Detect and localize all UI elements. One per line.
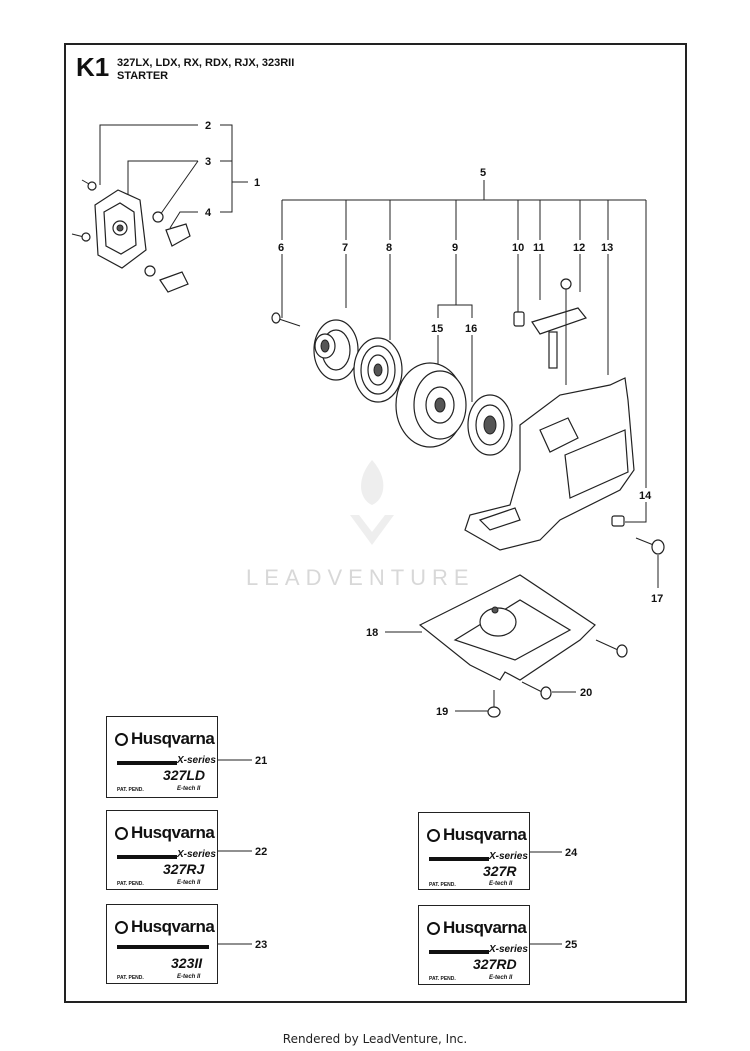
pulley-hub-7 <box>313 319 359 381</box>
decal-22: Husqvarna X-series 327RJ PAT. PEND. E-te… <box>106 810 218 890</box>
callout-8: 8 <box>386 242 392 254</box>
callout-6: 6 <box>278 242 284 254</box>
recoil-spring-8 <box>353 337 403 403</box>
bushing-10 <box>513 311 525 327</box>
decal-series: X-series <box>177 849 216 860</box>
callout-22: 22 <box>255 846 267 858</box>
decal-series: X-series <box>177 755 216 766</box>
callout-16: 16 <box>465 323 477 335</box>
model-list: 327LX, LDX, RX, RDX, RJX, 323RII <box>117 57 295 69</box>
callout-24: 24 <box>565 847 578 859</box>
callout-18: 18 <box>366 627 378 639</box>
decal-model: 327LD <box>163 767 206 783</box>
decal-etech: E-tech II <box>177 974 201 980</box>
decal-24: Husqvarna X-series 327R PAT. PEND. E-tec… <box>418 812 530 890</box>
decal-stripe <box>429 950 489 954</box>
decal-stripe <box>117 945 209 949</box>
husqvarna-logo: Husqvarna <box>115 917 215 937</box>
callout-10: 10 <box>512 242 524 254</box>
starter-handle-11 <box>531 278 587 385</box>
decal-model: 327RJ <box>163 861 205 877</box>
husqvarna-logo: Husqvarna <box>115 823 215 843</box>
decal-patent: PAT. PEND. <box>429 976 456 982</box>
callout-23: 23 <box>255 939 267 951</box>
section-title: STARTER <box>117 70 169 82</box>
callout-20: 20 <box>580 687 592 699</box>
decal-series: X-series <box>489 851 528 862</box>
decal-patent: PAT. PEND. <box>117 881 144 887</box>
decal-25: Husqvarna X-series 327RD PAT. PEND. E-te… <box>418 905 530 985</box>
callout-14: 14 <box>639 490 652 502</box>
screw-6 <box>271 312 301 327</box>
decal-series: X-series <box>489 944 528 955</box>
callout-15: 15 <box>431 323 443 335</box>
decal-patent: PAT. PEND. <box>429 882 456 888</box>
section-code: K1 <box>76 52 110 82</box>
leadventure-flame-icon <box>350 460 394 545</box>
decal-model: 323II <box>171 955 203 971</box>
screw-20 <box>521 639 628 700</box>
callout-9: 9 <box>452 242 458 254</box>
husqvarna-logo-icon <box>115 733 128 746</box>
decal-23: Husqvarna 323II PAT. PEND. E-tech II <box>106 904 218 984</box>
husqvarna-logo: Husqvarna <box>427 918 527 938</box>
decal-21: Husqvarna X-series 327LD PAT. PEND. E-te… <box>106 716 218 798</box>
callout-labels: 1 2 3 4 5 6 7 8 9 10 11 12 13 14 15 16 1… <box>205 120 663 951</box>
husqvarna-logo: Husqvarna <box>115 729 215 749</box>
husqvarna-logo-icon <box>427 922 440 935</box>
callout-13: 13 <box>601 242 613 254</box>
callout-3: 3 <box>205 156 211 168</box>
watermark-text: LEADVENTURE <box>246 565 475 590</box>
decal-stripe <box>117 761 177 765</box>
callout-12: 12 <box>573 242 585 254</box>
callout-25: 25 <box>565 939 577 951</box>
decal-patent: PAT. PEND. <box>117 975 144 981</box>
screw-17 <box>635 537 665 555</box>
footer-credit: Rendered by LeadVenture, Inc. <box>282 1032 468 1046</box>
callout-11: 11 <box>533 242 545 254</box>
decal-stripe <box>429 857 489 861</box>
starter-housing-13 <box>464 377 635 551</box>
callout-2: 2 <box>205 120 211 132</box>
decal-patent: PAT. PEND. <box>117 787 144 793</box>
decal-model: 327R <box>483 863 517 879</box>
callout-4: 4 <box>205 207 212 219</box>
diagram-frame <box>64 43 687 1003</box>
decal-model: 327RD <box>473 956 517 972</box>
rope-pulley-15 <box>395 362 467 448</box>
decal-etech: E-tech II <box>489 881 513 887</box>
callout-21: 21 <box>255 755 267 767</box>
decal-etech: E-tech II <box>489 975 513 981</box>
husqvarna-logo-icon <box>115 827 128 840</box>
husqvarna-logo-icon <box>427 829 440 842</box>
screw-19 <box>487 690 501 718</box>
callout-7: 7 <box>342 242 348 254</box>
husqvarna-logo-icon <box>115 921 128 934</box>
decal-stripe <box>117 855 177 859</box>
bushing-14 <box>611 515 625 527</box>
husqvarna-logo: Husqvarna <box>427 825 527 845</box>
callout-1: 1 <box>254 177 260 189</box>
callout-17: 17 <box>651 593 663 605</box>
spring-16 <box>467 394 513 456</box>
pawl-cover-assembly <box>71 179 191 293</box>
callout-19: 19 <box>436 706 448 718</box>
decal-etech: E-tech II <box>177 880 201 886</box>
decal-etech: E-tech II <box>177 786 201 792</box>
leader-lines <box>99 124 659 945</box>
base-plate-18 <box>418 574 596 681</box>
callout-5: 5 <box>480 167 486 179</box>
